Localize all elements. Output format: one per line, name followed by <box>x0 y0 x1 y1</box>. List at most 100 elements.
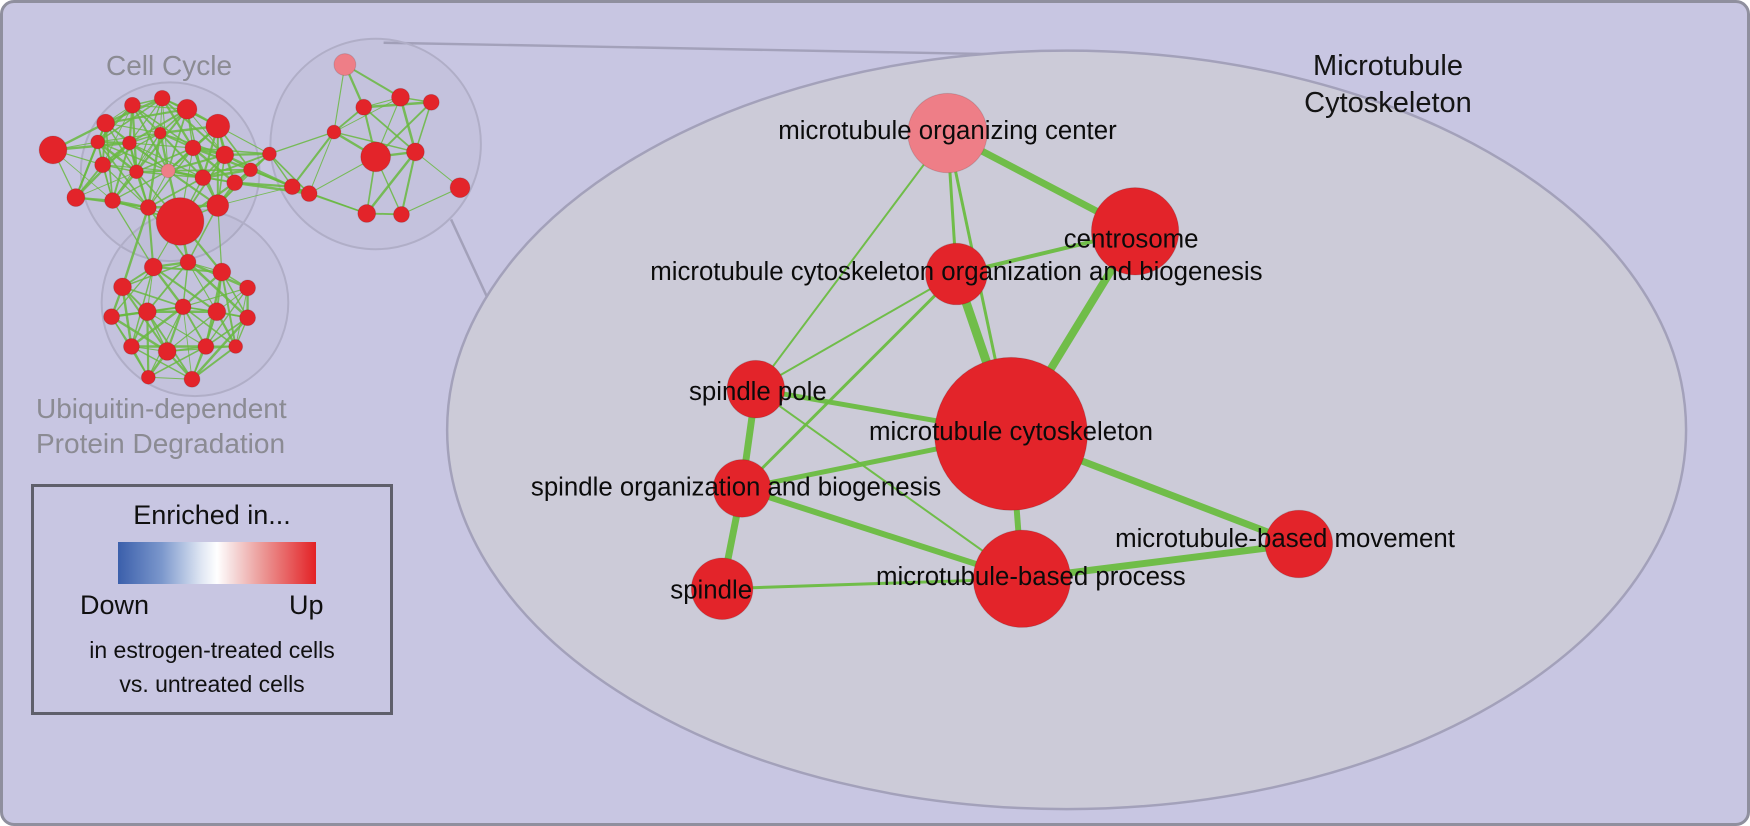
overview-node <box>283 178 301 196</box>
legend-up-label: Up <box>289 590 324 620</box>
overview-edge <box>191 316 249 381</box>
overview-node <box>360 141 392 173</box>
zoom-callout-line <box>449 218 490 302</box>
overview-node <box>155 197 205 246</box>
overview-edge <box>96 104 134 143</box>
overview-node <box>66 188 86 208</box>
overview-node <box>261 146 277 162</box>
overview-node <box>123 96 141 114</box>
overview-node <box>103 308 121 326</box>
overview-edge <box>122 286 184 308</box>
overview-edge <box>147 176 204 209</box>
graph-node-mt_org <box>925 242 988 306</box>
graph-node-spindle_org <box>712 459 772 518</box>
overview-edge <box>128 97 163 144</box>
overview-node <box>113 277 132 297</box>
overview-edge <box>400 151 417 215</box>
overview-edge <box>182 287 248 308</box>
cluster-label-ubiquitin-line1: Ubiquitin-dependent <box>36 393 287 424</box>
overview-edge <box>308 192 367 215</box>
graph-node-label-spindle: spindle <box>670 577 752 605</box>
overview-node <box>140 369 156 385</box>
overview-edge <box>161 97 226 156</box>
overview-edge <box>96 141 150 209</box>
overview-node <box>333 53 357 76</box>
overview-edge <box>75 171 137 198</box>
overview-edge <box>147 207 155 268</box>
graph-edge-mt_org-spindle_pole <box>755 273 957 391</box>
overview-node <box>90 134 106 150</box>
overview-node <box>184 139 202 157</box>
overview-edge <box>291 131 335 188</box>
overview-node <box>128 164 144 180</box>
graph-node-label-centrosome: centrosome <box>1064 225 1199 253</box>
legend-title: Enriched in... <box>133 500 291 530</box>
graph-node-mt_movement <box>1264 509 1334 579</box>
overview-node <box>239 309 257 327</box>
overview-node <box>422 93 440 111</box>
overview-edge <box>121 286 133 347</box>
overview-node <box>157 342 177 361</box>
overview-node <box>449 177 471 199</box>
overview-edge <box>96 141 138 173</box>
overview-node <box>197 338 215 355</box>
graph-node-moc <box>907 92 988 174</box>
overview-edge <box>202 153 270 179</box>
overview-node <box>207 302 227 322</box>
overview-node <box>194 169 212 187</box>
overview-node <box>326 124 342 140</box>
graph-edge-spindle-mt_process <box>722 577 1022 591</box>
overview-edge <box>146 261 189 313</box>
overview-edge <box>167 153 226 172</box>
overview-node <box>226 174 244 192</box>
overview-edge <box>131 345 193 380</box>
legend-subtitle-line1: in estrogen-treated cells <box>89 637 335 663</box>
overview-node <box>357 204 377 223</box>
overview-node <box>137 302 157 322</box>
legend-down-label: Down <box>80 590 150 620</box>
overview-edge <box>205 317 249 348</box>
graph-edge-spindle_org-mt_process <box>741 485 1023 582</box>
overview-edge <box>217 153 270 206</box>
cluster-title-microtubule-line1: Microtubule <box>1313 50 1463 82</box>
overview-node <box>104 192 122 209</box>
overview-node <box>143 257 163 277</box>
graph-node-mt_process <box>972 529 1072 628</box>
overview-edge <box>191 345 237 381</box>
overview-edge <box>168 168 251 172</box>
overview-edge <box>97 141 169 172</box>
overview-node <box>405 142 425 162</box>
network-canvas: microtubule organizing centercentrosomem… <box>38 37 1688 811</box>
overview-node <box>239 279 257 297</box>
overview-edge <box>74 141 99 198</box>
graph-node-mt_cyto <box>934 356 1088 511</box>
overview-edge <box>217 186 293 206</box>
overview-node <box>228 339 244 354</box>
overview-node <box>38 135 68 165</box>
overview-node <box>215 145 235 165</box>
overview-node <box>179 253 197 271</box>
overview-node <box>206 194 230 217</box>
overview-edge <box>401 187 461 215</box>
graph-node-centrosome <box>1090 187 1180 276</box>
overview-edge <box>187 261 218 313</box>
overview-edge <box>130 305 184 348</box>
overview-edge <box>111 266 154 318</box>
graph-node-label-mt_cyto: microtubule cytoskeleton <box>869 418 1153 446</box>
overview-node <box>243 162 259 178</box>
cluster-label-ubiquitin: Ubiquitin-dependent Protein Degradation <box>36 391 287 461</box>
overview-edge <box>112 170 169 202</box>
overview-node <box>123 338 140 355</box>
overview-edge <box>217 205 223 273</box>
overview-node <box>176 98 198 120</box>
graph-node-label-spindle_org: spindle organization and biogenesis <box>531 473 941 501</box>
overview-edge <box>333 131 416 153</box>
overview-edge <box>166 311 218 352</box>
overview-edge <box>104 122 138 173</box>
overview-edge <box>147 311 207 347</box>
overview-edge <box>269 131 335 155</box>
overview-edge <box>268 153 310 195</box>
cluster-title-microtubule: Microtubule Cytoskeleton <box>1271 48 1505 122</box>
overview-node <box>153 126 167 140</box>
